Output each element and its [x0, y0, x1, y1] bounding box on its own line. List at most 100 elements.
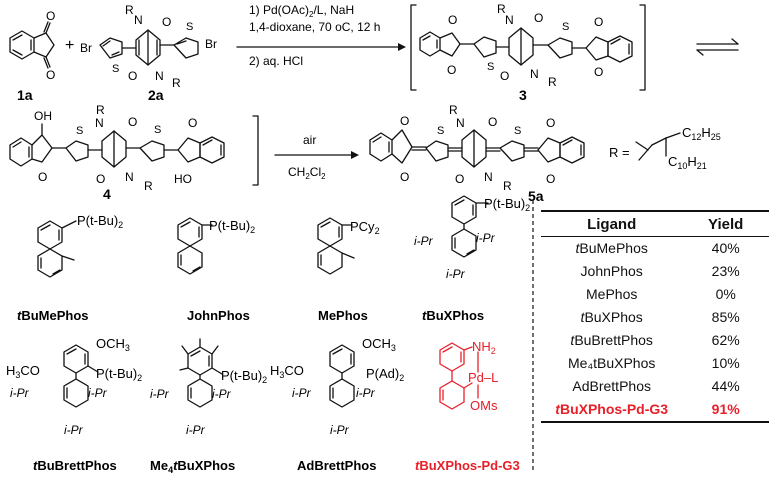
svg-text:R: R	[144, 179, 153, 193]
svg-text:1,4-dioxane, 70 oC, 12 h: 1,4-dioxane, 70 oC, 12 h	[249, 20, 380, 34]
ligand-name-tbumephos: tBuMePhos	[17, 308, 89, 323]
ligand-name-mephos: MePhos	[318, 308, 368, 323]
svg-text:OMs: OMs	[470, 398, 498, 413]
nitrogen-label: N	[134, 13, 143, 27]
svg-text:R: R	[548, 75, 557, 89]
svg-text:N: N	[530, 67, 539, 81]
svg-text:N: N	[125, 170, 134, 184]
svg-text:O: O	[448, 13, 457, 27]
svg-text:C12H25: C12H25	[682, 125, 721, 142]
svg-text:N: N	[456, 116, 465, 130]
svg-text:i-Pr: i-Pr	[150, 387, 170, 401]
svg-text:P(t-Bu)2: P(t-Bu)2	[77, 213, 123, 230]
ligand-name-tbuxphos: tBuXPhos	[422, 308, 484, 323]
ligand-name: Me₄tBuXPhos	[567, 355, 656, 371]
svg-text:OH: OH	[34, 109, 52, 123]
svg-text:i-Pr: i-Pr	[476, 231, 496, 245]
svg-text:R =: R =	[609, 145, 630, 160]
ligand-tbubrettphos-structure: OCH3 H3CO P(t-Bu)2 i-Pr i-Pr i-Pr	[6, 336, 142, 437]
oxygen-label: O	[128, 69, 137, 83]
svg-text:C10H21: C10H21	[668, 154, 707, 171]
ligand-prefix: t	[570, 332, 575, 348]
yield-cell: 91%	[682, 398, 769, 423]
ligand-name: BuXPhos-Pd-G3	[559, 401, 669, 417]
table-row: tBuXPhos 85%	[541, 306, 769, 329]
yield-cell: 0%	[715, 286, 736, 302]
ligand-prefix: t	[575, 240, 580, 256]
ligand-prefix: t	[555, 401, 560, 417]
equilibrium-arrow	[696, 38, 739, 56]
svg-text:air: air	[303, 133, 316, 147]
ligand-prefix: t	[580, 309, 585, 325]
svg-text:O: O	[96, 172, 105, 186]
yield-cell: 40%	[711, 240, 740, 256]
svg-text:H3CO: H3CO	[6, 363, 40, 380]
sulfur-label: S	[186, 21, 193, 33]
compound-label-4: 4	[103, 186, 111, 202]
r-label: R	[125, 3, 134, 17]
compound-3: O O S N R O O N R S O O	[419, 2, 633, 89]
svg-text:OCH3: OCH3	[96, 336, 130, 353]
compound-label-2a: 2a	[148, 87, 164, 103]
bromine-label: Br	[80, 41, 92, 55]
svg-text:1) Pd(OAc)2/L, NaH: 1) Pd(OAc)2/L, NaH	[249, 3, 354, 19]
ligand-cell: MePhos	[541, 283, 682, 306]
ligand-tbuxphos-pd-g3-structure: NH2 Pd–L OMs	[439, 339, 498, 413]
ligand-name-johnphos: JohnPhos	[187, 308, 250, 323]
svg-text:S: S	[437, 125, 444, 137]
svg-text:i-Pr: i-Pr	[186, 423, 206, 437]
yield-cell: 85%	[711, 309, 740, 325]
compound-1a: O O	[9, 9, 55, 82]
ligand-cell: tBuXPhos-Pd-G3	[541, 398, 683, 423]
column-header-ligand: Ligand	[541, 212, 683, 237]
svg-text:O: O	[400, 114, 409, 128]
svg-text:i-Pr: i-Pr	[356, 386, 376, 400]
svg-text:P(t-Bu)2: P(t-Bu)2	[221, 368, 267, 385]
svg-text:Pd–L: Pd–L	[468, 370, 498, 385]
svg-text:N: N	[484, 170, 493, 184]
ligand-cell: Me₄tBuXPhos	[541, 352, 682, 375]
svg-text:P(Ad)2: P(Ad)2	[366, 366, 404, 383]
svg-text:i-Pr: i-Pr	[330, 423, 350, 437]
ligand-cell: JohnPhos	[541, 260, 682, 283]
compound-5a: O O S N R O O N R S O O	[369, 103, 585, 193]
svg-text:R: R	[497, 2, 506, 16]
reaction-step-2: 2) aq. HCl	[249, 54, 303, 68]
ligand-me4tbuxphos-structure: P(t-Bu)2 i-Pr i-Pr i-Pr	[150, 338, 267, 437]
oxygen-label: O	[46, 68, 55, 82]
plus-sign: +	[65, 37, 74, 54]
ligand-tbumephos-structure: P(t-Bu)2	[37, 213, 123, 278]
ligand-cell: tBuXPhos	[541, 306, 682, 329]
svg-text:O: O	[400, 170, 409, 184]
svg-text:H3CO: H3CO	[270, 363, 304, 380]
svg-text:S: S	[487, 61, 494, 73]
yield-cell: 10%	[711, 355, 740, 371]
svg-text:O: O	[128, 115, 137, 129]
svg-text:S: S	[76, 125, 83, 137]
ligand-name: MePhos	[586, 286, 638, 302]
compound-2a: Br S N R O O N R S Br	[80, 3, 217, 90]
compound-label-1a: 1a	[17, 87, 33, 103]
ligand-name-tbuxphos-pd-g3: tBuXPhos-Pd-G3	[415, 458, 520, 473]
ligand-name-adbrettphos: AdBrettPhos	[297, 458, 376, 473]
svg-text:R: R	[503, 179, 512, 193]
svg-text:S: S	[154, 124, 161, 136]
ligand-mephos-structure: PCy2	[317, 217, 380, 275]
svg-text:i-Pr: i-Pr	[446, 267, 466, 281]
svg-text:O: O	[546, 172, 555, 186]
ligand-cell: tBuMePhos	[541, 237, 682, 261]
ligand-name: JohnPhos	[580, 263, 643, 279]
svg-text:i-Pr: i-Pr	[212, 387, 232, 401]
ligand-name: BuBrettPhos	[574, 332, 653, 348]
svg-text:i-Pr: i-Pr	[64, 423, 84, 437]
oxygen-label: O	[162, 15, 171, 29]
svg-text:i-Pr: i-Pr	[292, 386, 312, 400]
column-header-yield: Yield	[682, 212, 769, 237]
compound-4: OH O S N R O O N R S O HO	[9, 103, 225, 193]
svg-text:O: O	[594, 65, 603, 79]
